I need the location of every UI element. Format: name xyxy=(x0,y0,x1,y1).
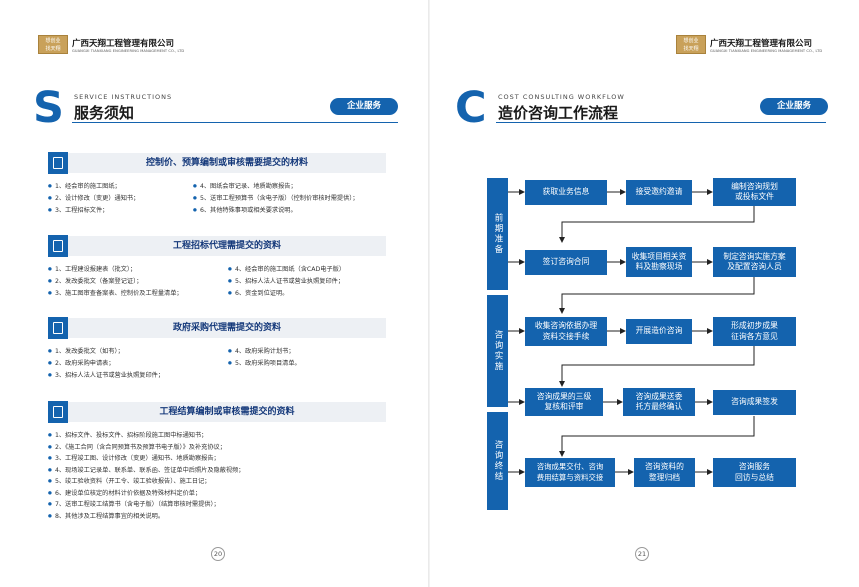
stage-preparation: 前期准备 xyxy=(487,178,508,290)
logo-badge: 想创业找天翔 xyxy=(676,35,706,54)
list-item: 3、施工图审查备案表、控制价及工程量清单； xyxy=(48,288,183,297)
page-number: 21 xyxy=(635,547,649,561)
step-follow-up: 咨询服务 回访与总结 xyxy=(713,458,796,487)
enterprise-service-pill[interactable]: 企业服务 xyxy=(330,98,398,115)
company-name: 广西天翔工程管理有限公司 xyxy=(72,38,175,49)
section-government-procurement: 政府采购代理需提交的资料 1、发改委批文（如有）； 4、政府采购计划书； 2、政… xyxy=(48,317,386,386)
step-accept-invitation: 接受邀约邀请 xyxy=(626,180,692,205)
section-title: 控制价、预算编制或审核需要提交的材料 xyxy=(145,158,308,168)
section-settlement-materials: 工程结算编制或审核需提交的资料 1、招标文件、投标文件、招标阶段施工图中标通知书… xyxy=(48,401,386,530)
list-item: 1、招标文件、投标文件、招标阶段施工图中标通知书； xyxy=(48,430,207,439)
list-item: 6、其他特殊事项或相关要求说明。 xyxy=(193,205,297,214)
chart-icon xyxy=(48,401,68,423)
list-item: 1、工程建设报建表（批文）； xyxy=(48,264,136,273)
chart-icon xyxy=(48,317,68,339)
company-name-en: GUANGXI TIANXIANG ENGINEERING MANAGEMENT… xyxy=(72,48,185,53)
list-item: 1、发改委批文（如有）； xyxy=(48,346,124,355)
connector xyxy=(559,416,755,457)
step-client-confirmation: 咨询成果送委 托方最终确认 xyxy=(623,388,695,416)
list-item: 2、发改委批文（备案登记证）； xyxy=(48,276,142,285)
section-title-en: SERVICE INSTRUCTIONS xyxy=(74,93,173,101)
step-delivery-settlement: 咨询成果交付、咨询 费用结算与资料交接 xyxy=(525,458,615,487)
step-sign-contract: 签订咨询合同 xyxy=(525,250,607,275)
step-compile-plan: 编制咨询规划 或投标文件 xyxy=(713,178,796,206)
step-handover-docs: 收集咨询依据办理 资料交接手续 xyxy=(525,317,607,346)
list-item: 5、竣工验收资料（开工令、竣工验收报告）、施工日记； xyxy=(48,476,211,485)
company-name: 广西天翔工程管理有限公司 xyxy=(710,38,813,49)
step-make-plan: 制定咨询实施方案 及配置咨询人员 xyxy=(713,247,796,277)
step-get-business-info: 获取业务信息 xyxy=(525,180,607,205)
list-item: 6、资金到位证明。 xyxy=(228,288,288,297)
right-page: 想创业找天翔 广西天翔工程管理有限公司 GUANGXI TIANXIANG EN… xyxy=(430,0,859,587)
list-item: 2、设计修改（变更）通知书； xyxy=(48,193,139,202)
title-rule xyxy=(496,122,826,123)
section-letter: S xyxy=(33,83,64,133)
connector xyxy=(559,276,755,314)
page-title: 造价咨询工作流程 xyxy=(498,104,619,122)
list-item: 4、经会审的施工图纸（含CAD电子版） xyxy=(228,264,345,273)
enterprise-service-pill[interactable]: 企业服务 xyxy=(760,98,828,115)
list-item: 3、工程竣工图、设计修改（变更）通知书、地质勘察报告； xyxy=(48,453,220,462)
list-item: 3、招标人法人证书或营业执照复印件； xyxy=(48,370,164,379)
list-item: 5、政府采购项目清单。 xyxy=(228,358,301,367)
list-item: 5、招标人法人证书或营业执照复印件； xyxy=(228,276,344,285)
company-name-en: GUANGXI TIANXIANG ENGINEERING MANAGEMENT… xyxy=(710,48,823,53)
section-title: 工程结算编制或审核需提交的资料 xyxy=(159,407,295,417)
list-item: 6、建设单位核定的材料计价依据及特殊材料定价单； xyxy=(48,488,201,497)
section-title-en: COST CONSULTING WORKFLOW xyxy=(498,93,625,101)
chart-icon xyxy=(48,152,68,174)
company-logo: 想创业找天翔 广西天翔工程管理有限公司 GUANGXI TIANXIANG EN… xyxy=(38,35,184,54)
step-collect-materials: 收集项目相关资 料及勘察现场 xyxy=(626,247,692,277)
connector xyxy=(559,206,755,243)
list-item: 2、《施工合同（含合同预算书及预算书电子版）》及补充协议； xyxy=(48,442,226,451)
list-item: 5、送审工程预算书（含电子版）（控制价审核时需提供）； xyxy=(193,193,359,202)
company-logo: 想创业找天翔 广西天翔工程管理有限公司 GUANGXI TIANXIANG EN… xyxy=(676,35,822,54)
stage-closure: 咨询终结 xyxy=(487,412,508,510)
list-item: 4、图纸会审记录、地质勘察报告； xyxy=(193,181,297,190)
step-archive: 咨询资料的 整理归档 xyxy=(634,458,695,487)
page-fold xyxy=(428,0,430,587)
list-item: 4、现场竣工记录单、联系单、联系函、签证单中后照片及隐蔽视频； xyxy=(48,465,245,474)
step-start-consulting: 开展造价咨询 xyxy=(626,319,692,344)
step-three-level-review: 咨询成果的三级 复核和评审 xyxy=(525,388,603,416)
title-rule xyxy=(72,122,398,123)
list-item: 4、政府采购计划书； xyxy=(228,346,295,355)
step-issue-result: 咨询成果签发 xyxy=(713,390,796,415)
list-item: 1、经会审的施工图纸； xyxy=(48,181,121,190)
section-title: 工程招标代理需提交的资料 xyxy=(172,241,281,251)
list-item: 7、送审工程竣工结算书（含电子版）（结算审核时需提供）； xyxy=(48,499,220,508)
left-page: 想创业找天翔 广西天翔工程管理有限公司 GUANGXI TIANXIANG EN… xyxy=(0,0,429,587)
logo-badge: 想创业找天翔 xyxy=(38,35,68,54)
stage-implementation: 咨询实施 xyxy=(487,295,508,407)
section-budget-materials: 控制价、预算编制或审核需要提交的材料 1、经会审的施工图纸； 4、图纸会审记录、… xyxy=(48,152,386,221)
chart-icon xyxy=(48,235,68,257)
list-item: 2、政府采购申请表； xyxy=(48,358,115,367)
page-title: 服务须知 xyxy=(74,104,135,122)
step-preliminary-result: 形成初步成果 征询各方意见 xyxy=(713,317,796,346)
section-tender-agency: 工程招标代理需提交的资料 1、工程建设报建表（批文）； 4、经会审的施工图纸（含… xyxy=(48,235,386,304)
connector xyxy=(559,346,755,387)
section-title: 政府采购代理需提交的资料 xyxy=(172,323,281,333)
list-item: 3、工程招标文件； xyxy=(48,205,108,214)
list-item: 8、其他涉及工程结算事宜的相关说明。 xyxy=(48,511,164,520)
section-letter: C xyxy=(455,83,487,133)
page-number: 20 xyxy=(211,547,225,561)
